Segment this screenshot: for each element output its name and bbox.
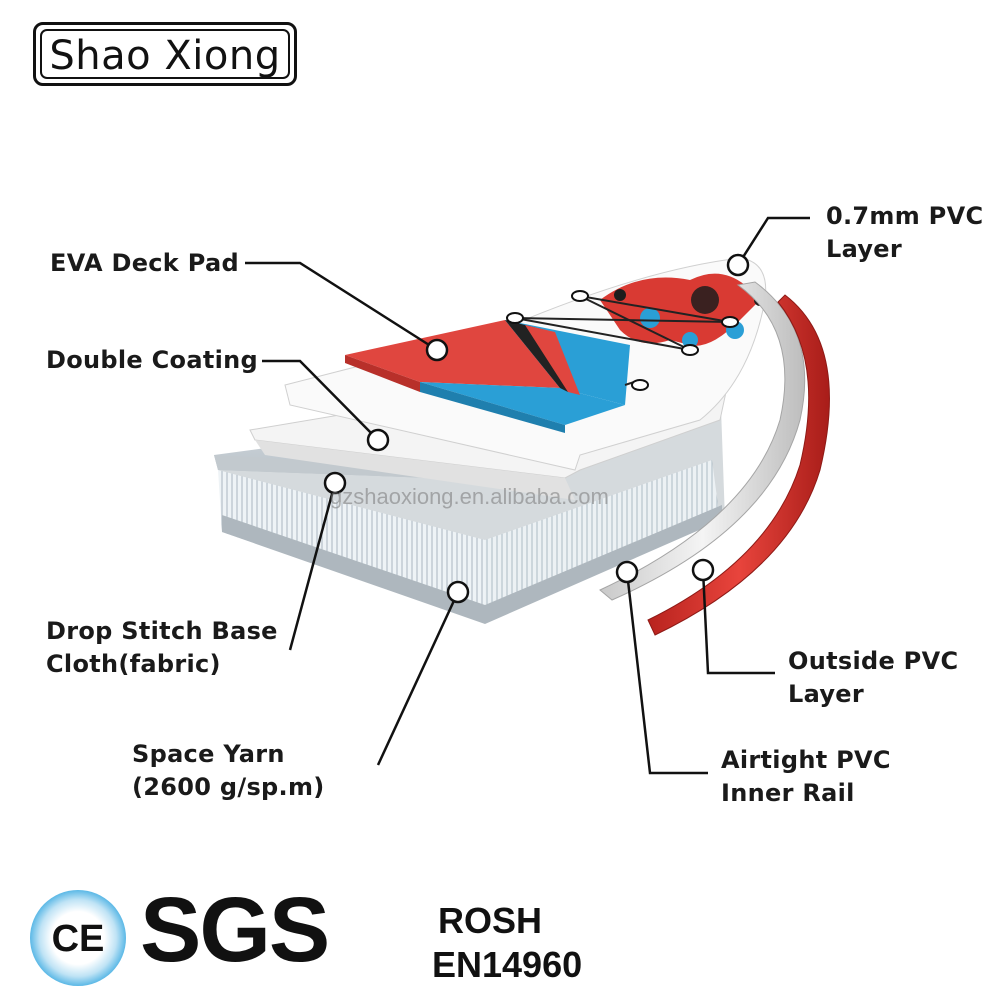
label-pvc-layer: 0.7mm PVC Layer <box>826 200 983 266</box>
rosh-text: ROSH <box>438 900 542 942</box>
label-line: (2600 g/sp.m) <box>132 771 325 804</box>
label-line: Space Yarn <box>132 738 325 771</box>
label-line: Inner Rail <box>721 777 891 810</box>
en14960-text: EN14960 <box>432 944 582 986</box>
label-line: Airtight PVC <box>721 744 891 777</box>
label-outside-pvc: Outside PVC Layer <box>788 645 958 711</box>
label-space-yarn: Space Yarn (2600 g/sp.m) <box>132 738 325 804</box>
label-line: Outside PVC <box>788 645 958 678</box>
label-line: Drop Stitch Base <box>46 615 278 648</box>
label-double-coating: Double Coating <box>46 344 258 377</box>
watermark-text: gzshaoxiong.en.alibaba.com <box>330 484 609 510</box>
label-line: Cloth(fabric) <box>46 648 278 681</box>
label-line: 0.7mm PVC <box>826 200 983 233</box>
ce-text: CE <box>52 918 105 960</box>
label-line: Double Coating <box>46 344 258 377</box>
label-line: Layer <box>788 678 958 711</box>
sgs-mark: SGS <box>140 880 328 980</box>
label-drop-stitch: Drop Stitch Base Cloth(fabric) <box>46 615 278 681</box>
label-airtight-rail: Airtight PVC Inner Rail <box>721 744 891 810</box>
ce-mark-icon: CE <box>28 888 128 988</box>
label-line: Layer <box>826 233 983 266</box>
label-line: EVA Deck Pad <box>50 247 239 280</box>
label-eva-deck-pad: EVA Deck Pad <box>50 247 239 280</box>
